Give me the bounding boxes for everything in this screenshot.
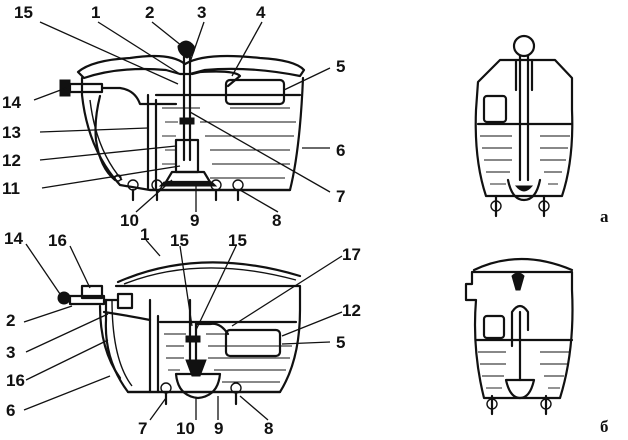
label-2: 2 [145,3,154,22]
label-b-14: 14 [4,229,23,248]
view-label-a: а [600,207,609,226]
label-b-3: 3 [6,343,15,362]
valve-bowl-bottom [174,372,222,400]
label-4: 4 [256,3,266,22]
section-view-a: а [474,34,609,226]
cistern-bottom: 14 16 1 15 15 17 12 5 2 3 16 6 7 10 9 8 [4,225,361,438]
label-9: 9 [190,211,199,230]
label-b-8: 8 [264,419,273,438]
tank-body-top [80,76,305,192]
float-bottom [224,328,282,358]
view-label-b: б [600,417,609,436]
label-b-12: 12 [342,301,361,320]
label-1: 1 [91,3,100,22]
label-12: 12 [2,151,21,170]
bolts-bottom [160,382,242,406]
leaders-top [33,21,331,213]
lid-top [76,54,306,80]
water-top [162,107,296,179]
label-7: 7 [336,187,345,206]
label-13: 13 [2,123,21,142]
label-15: 15 [14,3,33,22]
label-b-5: 5 [336,333,345,352]
section-view-b: б [464,257,609,436]
label-b-15a: 15 [170,231,189,250]
label-8: 8 [272,211,281,230]
label-3: 3 [197,3,206,22]
label-b-16a: 16 [48,231,67,250]
label-5: 5 [336,57,345,76]
lid-bottom [116,261,302,284]
label-b-9: 9 [214,419,223,438]
label-b-15b: 15 [228,231,247,250]
label-b-1: 1 [140,225,149,244]
float-top [224,78,286,106]
label-b-2: 2 [6,311,15,330]
label-10: 10 [120,211,139,230]
label-b-17: 17 [342,245,361,264]
label-6: 6 [336,141,345,160]
label-b-10: 10 [176,419,195,438]
label-b-6: 6 [6,401,15,420]
label-14: 14 [2,93,21,112]
label-b-7: 7 [138,419,147,438]
label-b-16b: 16 [6,371,25,390]
bolts-top [127,179,244,202]
water-bottom [164,333,292,383]
cistern-top: 15 1 2 3 4 5 14 13 12 11 10 9 8 7 6 [2,3,345,230]
leaders-bottom [23,239,343,421]
label-11: 11 [2,179,20,198]
